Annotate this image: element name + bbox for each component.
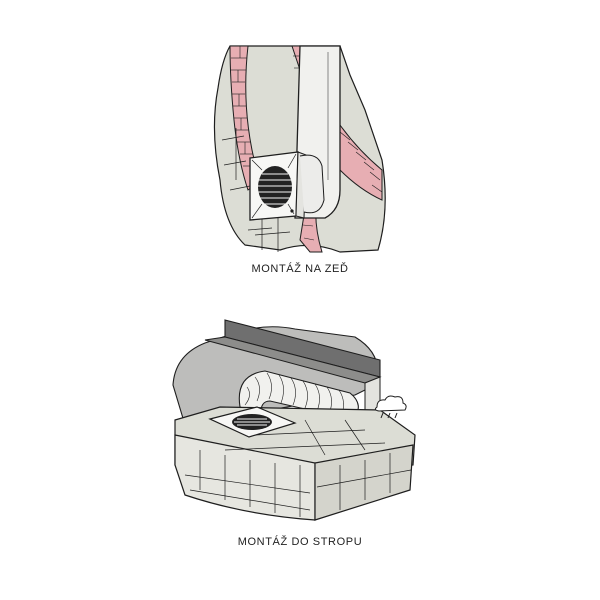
caption-ceiling-mount: MONTÁŽ DO STROPU: [237, 536, 363, 548]
cloud-rain-icon: [374, 395, 407, 419]
caption-wall-mount: MONTÁŽ NA ZEĎ: [251, 263, 349, 275]
ceiling-mounted-fan-icon: [208, 406, 297, 438]
fan-grille: [258, 166, 292, 208]
ceiling-slab-side: [314, 444, 414, 521]
wall-mount-illustration: [200, 40, 400, 260]
ceiling-tile-lines: [184, 419, 412, 517]
ceiling-mount-drawing: [172, 319, 416, 521]
ceiling-mount-illustration: [165, 315, 425, 530]
wall-mounted-fan-icon: [249, 151, 325, 221]
wall-mount-drawing: [213, 45, 386, 253]
